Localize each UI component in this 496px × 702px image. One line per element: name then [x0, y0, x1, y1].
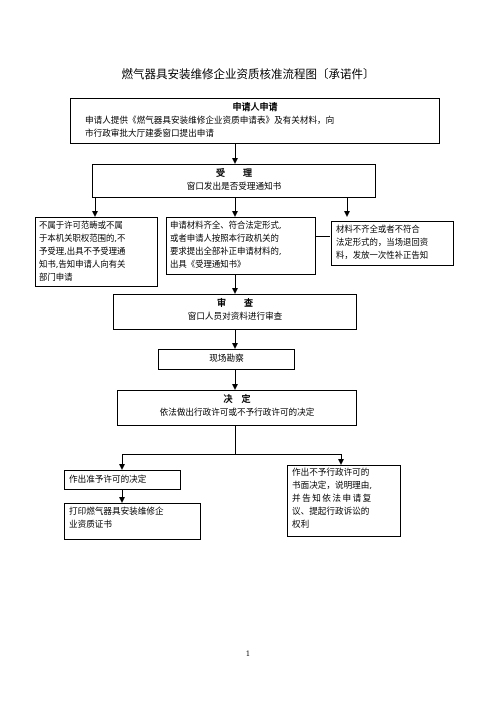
connector-split-horizontal: [122, 454, 342, 455]
connector-split-right: [341, 454, 342, 460]
arrow-head-complete: [232, 211, 238, 217]
certificate-line-2: 业资质证书: [69, 520, 112, 530]
review-text: 窗口人员对资料进行审查: [187, 312, 283, 322]
incomplete-line-1: 材料不齐全或者不符合: [336, 224, 420, 234]
arrow-head-reject: [92, 211, 98, 217]
deny-line-3: 并告知依法申请复: [292, 494, 373, 504]
connector-review-inspect: [235, 330, 236, 344]
decide-box: 决 定 依法做出行政许可或不予行政许可的决定: [117, 390, 357, 426]
complete-line-2: 或者申请人按照本行政机关的: [170, 233, 279, 243]
arrow-head-decide: [232, 384, 238, 390]
connector-apply-accept: [235, 144, 236, 160]
incomplete-box: 材料不齐全或者不符合 法定形式的，当场退回资 料，发放一次性补正告知: [331, 221, 454, 266]
arrow-head-incomplete: [344, 211, 350, 217]
arrow-head-certificate: [119, 497, 125, 503]
review-heading: 审 查: [216, 299, 253, 309]
page-number: 1: [245, 650, 251, 658]
apply-box: 申请人申请 申请人提供《燃气器具安装维修企业资质申请表》及有关材料，向 市行政审…: [70, 98, 440, 144]
certificate-line-1: 打印燃气器具安装维修企: [69, 507, 164, 517]
reject-box: 不属于许可范畴或不属 于本机关职权范围的,不 予受理,出具不予受理通 知书,告知…: [35, 217, 158, 287]
apply-line-2: 市行政审批大厅建委窗口提出申请: [85, 129, 214, 139]
reject-line-3: 予受理,出具不予受理通: [39, 246, 126, 256]
arrow-head-review: [232, 288, 238, 294]
reject-line-4: 知书,告知申请人向有关: [39, 259, 126, 269]
connector-accept-right: [347, 198, 348, 212]
accept-heading: 受 理: [215, 169, 252, 179]
connector-complete-review: [235, 275, 236, 289]
complete-line-4: 出具《受理通知书》: [170, 259, 246, 269]
flowchart-title: 燃气器具安装维修企业资质核准流程图〔承诺件〕: [121, 67, 375, 81]
connector-inspect-decide: [235, 370, 236, 385]
inspect-box: 现场勘察: [158, 349, 295, 370]
connector-complete-right: [316, 236, 330, 237]
deny-line-4: 议、提起行政诉讼的: [292, 507, 370, 517]
incomplete-line-2: 法定形式的，当场退回资: [336, 237, 429, 247]
accept-text: 窗口发出是否受理通知书: [186, 182, 282, 192]
decide-text: 依法做出行政许可或不予行政许可的决定: [159, 408, 315, 418]
deny-box: 作出不予行政许可的 书面决定，说明理由, 并告知依法申请复 议、提起行政诉讼的 …: [287, 465, 401, 537]
apply-line-1: 申请人提供《燃气器具安装维修企业资质申请表》及有关材料，向: [85, 116, 335, 126]
decide-heading: 决 定: [223, 395, 251, 405]
review-box: 审 查 窗口人员对资料进行审查: [113, 294, 357, 330]
certificate-box: 打印燃气器具安装维修企 业资质证书: [64, 503, 201, 540]
inspect-text: 现场勘察: [209, 354, 244, 364]
grant-text: 作出准予许可的决定: [69, 475, 147, 485]
complete-line-3: 要求提出全部补正申请材料的,: [170, 246, 282, 256]
arrow-head-accept: [232, 158, 238, 164]
deny-line-5: 权利: [292, 520, 310, 530]
connector-grant-certificate: [122, 490, 123, 498]
complete-box: 申请材料齐全、符合法定形式, 或者申请人按照本行政机关的 要求提出全部补正申请材…: [166, 217, 316, 275]
arrow-head-grant: [119, 464, 125, 470]
connector-split-left: [122, 454, 123, 465]
deny-line-2: 书面决定，说明理由,: [292, 481, 373, 491]
reject-line-1: 不属于许可范畴或不属: [39, 220, 123, 230]
deny-line-1: 作出不予行政许可的: [292, 468, 370, 478]
accept-box: 受 理 窗口发出是否受理通知书: [92, 164, 376, 198]
grant-box: 作出准予许可的决定: [64, 470, 181, 490]
complete-line-1: 申请材料齐全、符合法定形式,: [170, 220, 282, 230]
arrow-head-deny: [338, 459, 344, 465]
incomplete-line-3: 料，发放一次性补正告知: [336, 250, 429, 260]
connector-accept-middle: [235, 198, 236, 212]
connector-decide-split: [235, 426, 236, 454]
reject-line-2: 于本机关职权范围的,不: [39, 233, 126, 243]
apply-heading: 申请人申请: [232, 103, 278, 113]
connector-accept-left: [95, 198, 96, 212]
reject-line-5: 部门申请: [39, 272, 73, 282]
arrow-head-inspect: [232, 343, 238, 349]
